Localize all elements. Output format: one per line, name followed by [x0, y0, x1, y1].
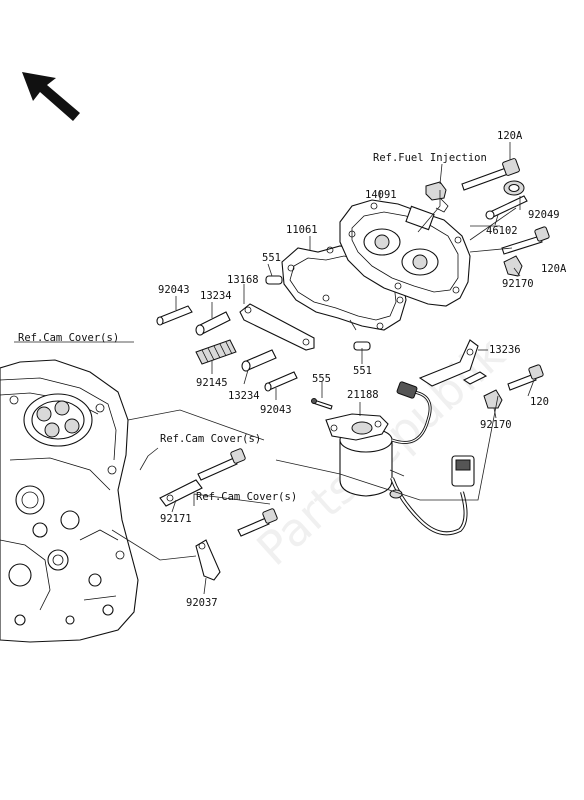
pin-92043-bottom — [264, 371, 298, 392]
solenoid-21188 — [325, 413, 405, 497]
clamp-92037 — [195, 539, 221, 581]
label-13236: 13236 — [489, 344, 521, 356]
label-ref-cam-cover-3: Ref.Cam Cover(s) — [196, 491, 297, 503]
label-92145: 92145 — [196, 377, 228, 389]
cover-14091 — [339, 199, 471, 307]
bolt-120-right — [507, 364, 544, 391]
spring-92145 — [195, 339, 237, 365]
pin-13234-bottom — [241, 349, 277, 372]
clip-92170-top — [503, 255, 523, 277]
ring-92049 — [503, 180, 525, 196]
label-ref-cam-cover-1: Ref.Cam Cover(s) — [18, 332, 119, 344]
part-labels: Ref.Fuel Injection 120A 14091 92049 4610… — [18, 130, 567, 609]
label-ref-cam-cover-2: Ref.Cam Cover(s) — [160, 433, 261, 445]
label-120A-right: 120A — [541, 263, 567, 275]
bolt-120A-right — [501, 226, 550, 255]
label-92037: 92037 — [186, 597, 218, 609]
direction-arrow-icon — [22, 72, 80, 121]
bracket-13236 — [418, 339, 488, 387]
label-46102: 46102 — [486, 225, 518, 237]
pin-92043-left — [156, 305, 193, 326]
shaft-46102 — [485, 195, 528, 220]
label-92171: 92171 — [160, 513, 192, 525]
label-551-top: 551 — [262, 252, 281, 264]
label-92043-bottom: 92043 — [260, 404, 292, 416]
clamp-fuel-injection — [425, 181, 449, 213]
engine-case-drawing — [0, 359, 139, 643]
label-120-right: 120 — [530, 396, 549, 408]
label-13168: 13168 — [227, 274, 259, 286]
clip-92170-bottom — [483, 389, 503, 409]
bolt-cam-cover-2 — [237, 508, 278, 537]
label-ref-fuel-injection: Ref.Fuel Injection — [373, 152, 487, 164]
plate-13168 — [239, 303, 315, 351]
bolt-cam-cover-1 — [197, 448, 246, 481]
bracket-92171 — [159, 479, 203, 507]
label-555: 555 — [312, 373, 331, 385]
bolt-120A-top — [461, 158, 520, 191]
label-21188: 21188 — [347, 389, 379, 401]
label-13234-bottom: 13234 — [228, 390, 260, 402]
label-120A-top: 120A — [497, 130, 523, 142]
label-92043-left: 92043 — [158, 284, 190, 296]
label-14091: 14091 — [365, 189, 397, 201]
label-551-bottom: 551 — [353, 365, 372, 377]
leader-lines — [14, 142, 535, 595]
wire-harness — [389, 381, 475, 536]
label-11061: 11061 — [286, 224, 318, 236]
screw-555 — [311, 398, 333, 410]
label-13234-top: 13234 — [200, 290, 232, 302]
pin-551-top — [265, 275, 283, 285]
label-92049: 92049 — [528, 209, 560, 221]
label-92170-top: 92170 — [502, 278, 534, 290]
label-92170-bottom: 92170 — [480, 419, 512, 431]
pin-13234-top — [195, 311, 231, 336]
